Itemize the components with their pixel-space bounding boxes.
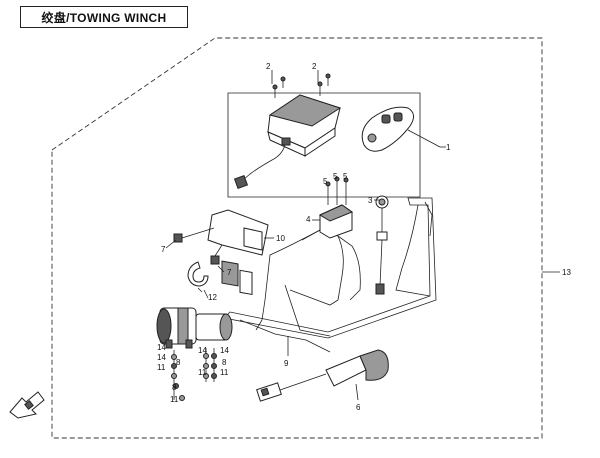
front-arrow-icon xyxy=(9,391,45,419)
screw-part-2-left xyxy=(271,70,286,98)
fuse-part-3 xyxy=(375,195,389,295)
callout-3: 3 xyxy=(368,196,373,205)
callout-7b: 7 xyxy=(227,268,232,277)
controller-group-box xyxy=(227,92,421,198)
winch-controller xyxy=(233,94,342,190)
harness-bracket xyxy=(223,197,437,339)
callout-7a: 7 xyxy=(161,245,166,254)
callout-10: 10 xyxy=(276,234,285,243)
callout-11c: 11 xyxy=(198,368,207,377)
bolt-part-7-left xyxy=(173,227,215,243)
hook xyxy=(187,261,209,293)
wiring-harness xyxy=(239,229,361,353)
bolt-part-7-right xyxy=(210,244,223,265)
callout-4: 4 xyxy=(306,215,311,224)
callout-9: 9 xyxy=(284,359,289,368)
callout-11a: 11 xyxy=(157,363,166,372)
callout-14a: 14 xyxy=(157,343,166,352)
callout-8b: 8 xyxy=(222,358,227,367)
callout-8c: 8 xyxy=(172,383,177,392)
callout-1: 1 xyxy=(446,143,451,152)
mount-bracket xyxy=(207,209,269,296)
hardware-stack-left xyxy=(171,350,185,401)
callout-11d: 11 xyxy=(170,395,179,404)
callout-5a: 5 xyxy=(323,177,328,186)
callout-5c: 5 xyxy=(343,172,348,181)
bolts-part-5 xyxy=(325,176,349,205)
hardware-stack-right xyxy=(203,348,217,382)
winch-motor xyxy=(156,307,233,349)
handheld-switch xyxy=(256,349,389,402)
remote-control xyxy=(361,106,414,152)
callout-8a: 8 xyxy=(176,358,181,367)
page-title: 绞盘/TOWING WINCH xyxy=(20,6,188,28)
screw-part-2-right xyxy=(317,70,331,96)
relay-part-4 xyxy=(318,204,354,239)
callout-13: 13 xyxy=(562,268,571,277)
callout-2b: 2 xyxy=(312,62,317,71)
callout-5b: 5 xyxy=(333,172,338,181)
callout-2a: 2 xyxy=(266,62,271,71)
callout-6: 6 xyxy=(356,403,361,412)
callout-12: 12 xyxy=(208,293,217,302)
assembly-boundary xyxy=(51,37,543,439)
callout-14b: 14 xyxy=(157,353,166,362)
callout-14c: 14 xyxy=(198,346,207,355)
callout-11b: 11 xyxy=(220,368,229,377)
callout-14d: 14 xyxy=(220,346,229,355)
